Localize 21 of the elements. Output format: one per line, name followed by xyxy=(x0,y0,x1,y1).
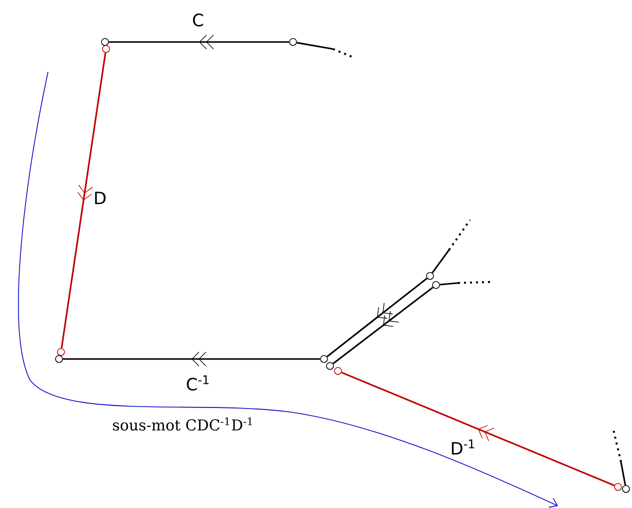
vertex-circle xyxy=(320,355,328,363)
edge-stub xyxy=(440,282,458,286)
edge-label: D xyxy=(95,192,106,204)
vertex-circle xyxy=(426,272,434,280)
edge-stub xyxy=(296,42,334,50)
vertex-circle xyxy=(102,45,110,53)
vertex-circle xyxy=(57,348,65,356)
vertex-circle xyxy=(289,38,297,46)
vertex-circle xyxy=(334,367,342,375)
vertex-circle xyxy=(432,281,440,289)
edge-stub xyxy=(432,250,450,274)
vertex-circle xyxy=(622,485,630,493)
vertex-circle xyxy=(101,38,109,46)
path-label: sous-mot CDC$^{-1}$D$^{-1}$ xyxy=(113,417,252,431)
edge-stub xyxy=(620,462,626,486)
edge-label: C xyxy=(193,14,204,26)
edge-label: D$^{-1}$ xyxy=(452,440,474,454)
vertex-circle xyxy=(614,483,622,491)
vertex-circle xyxy=(55,355,63,363)
vertex-circle xyxy=(326,362,334,370)
edge-label: C$^{-1}$ xyxy=(186,375,209,391)
